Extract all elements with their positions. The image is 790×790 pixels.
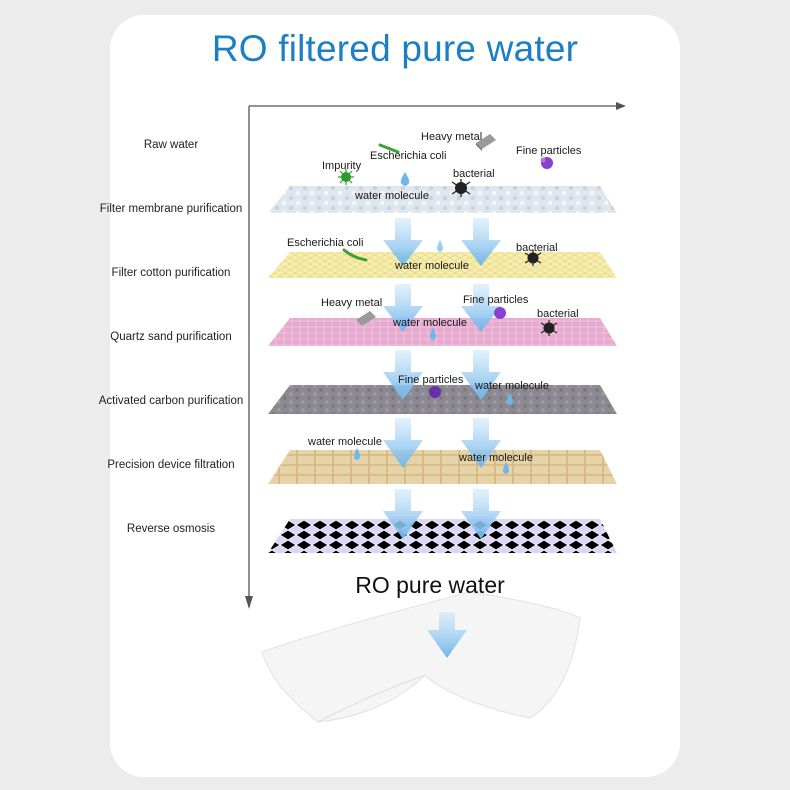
flow-arrows [383, 218, 501, 658]
label-heavy-metal: Heavy metal [421, 131, 483, 143]
heavy-metal-icon [356, 311, 376, 326]
water-drop-icon [507, 393, 513, 405]
water-drop-icon [354, 448, 360, 460]
label-impurity: Impurity [322, 160, 362, 172]
label-fine-particles: Fine particles [516, 145, 582, 157]
carbon-layer [268, 385, 617, 414]
label-water-molecule: water molecule [459, 452, 533, 464]
page-title: RO filtered pure water [211, 28, 579, 69]
label-escherichia-coli: Escherichia coli [370, 150, 447, 162]
bacteria-icon [540, 320, 558, 336]
label-fine-particles: Fine particles [463, 294, 529, 306]
step-label-reverse-osmosis: Reverse osmosis [126, 523, 216, 535]
step-label-precision-device: Precision device filtration [107, 459, 235, 471]
ecoli-icon [378, 143, 400, 154]
label-heavy-metal: Heavy metal [321, 297, 383, 309]
step-label-raw-water: Raw water [143, 139, 199, 151]
step-label-activated-carbon: Activated carbon purification [98, 395, 244, 407]
label-water-molecule: water molecule [393, 317, 467, 329]
result-label: RO pure water [355, 572, 505, 598]
water-drop-icon [503, 462, 509, 474]
water-drop-icon [430, 328, 436, 340]
bacteria-icon [451, 179, 471, 197]
label-bacterial: bacterial [453, 168, 495, 180]
label-bacterial: bacterial [516, 242, 558, 254]
label-escherichia-coli: Escherichia coli [287, 237, 364, 249]
impurity-icon [338, 169, 354, 185]
ro-layer [268, 519, 617, 553]
step-label-quartz-sand: Quartz sand purification [110, 331, 232, 343]
precision-layer [268, 450, 617, 484]
label-water-molecule: water molecule [475, 380, 549, 392]
water-drop-icon [400, 172, 410, 186]
label-water-molecule: water molecule [308, 436, 382, 448]
fine-particles-icon [494, 307, 506, 319]
step-label-filter-cotton: Filter cotton purification [111, 267, 231, 279]
label-water-molecule: water molecule [355, 190, 429, 202]
label-bacterial: bacterial [537, 308, 579, 320]
bacteria-icon [524, 250, 542, 266]
fine-particles-icon [429, 386, 441, 398]
fine-particles-icon [540, 157, 553, 169]
heavy-metal-icon [476, 134, 496, 151]
water-drop-icon [437, 240, 443, 252]
label-fine-particles: Fine particles [398, 374, 464, 386]
label-water-molecule: water molecule [395, 260, 469, 272]
frame-axis [245, 102, 626, 609]
membrane-layer [268, 186, 617, 213]
quartz-layer [268, 318, 617, 346]
pure-water-cloth [261, 591, 581, 723]
step-label-filter-membrane: Filter membrane purification [99, 203, 243, 215]
ecoli-icon [342, 248, 368, 262]
